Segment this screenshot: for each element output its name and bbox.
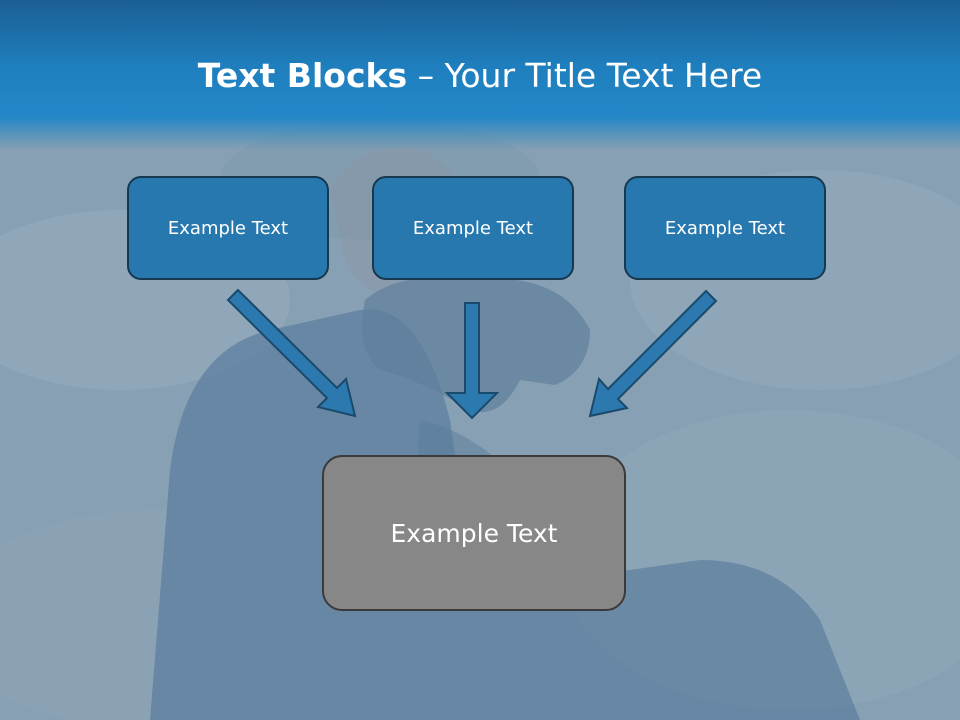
arrow-middle (444, 302, 500, 420)
title-regular: Your Title Text Here (444, 56, 763, 95)
text-block-1: Example Text (127, 176, 329, 280)
result-block-label: Example Text (390, 518, 558, 548)
result-block: Example Text (322, 455, 626, 611)
text-block-1-label: Example Text (167, 217, 289, 239)
text-block-2-label: Example Text (412, 217, 534, 239)
text-block-3-label: Example Text (664, 217, 786, 239)
title-bold: Text Blocks (197, 56, 408, 95)
text-block-2: Example Text (372, 176, 574, 280)
title-separator: – (407, 56, 445, 95)
arrow-right (588, 289, 718, 418)
arrow-left (226, 288, 357, 418)
title-band (0, 0, 960, 150)
text-block-3: Example Text (624, 176, 826, 280)
slide-title: Text Blocks – Your Title Text Here (0, 52, 960, 100)
